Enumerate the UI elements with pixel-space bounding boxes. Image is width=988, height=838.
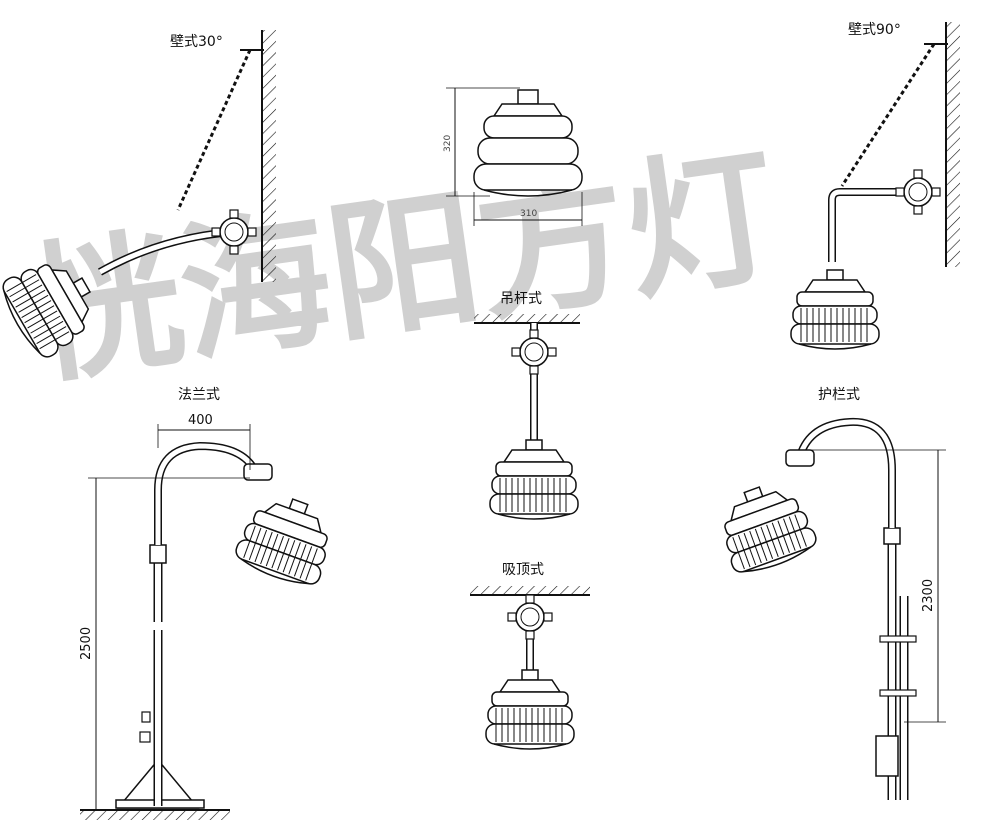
ceiling-hatch <box>470 586 590 595</box>
arm-inner <box>155 443 261 545</box>
lamp <box>790 269 880 350</box>
pole-bolt <box>139 731 151 743</box>
railing-height-value: 2300 <box>921 579 936 612</box>
rail-clamp <box>879 689 917 697</box>
railing-mount: 2300 护栏式 <box>709 387 946 800</box>
pole-coupling <box>149 544 167 564</box>
pendant-label: 吊杆式 <box>500 291 542 307</box>
arm-pipe-outer <box>828 188 916 262</box>
product-dimension-view: 320 310 <box>443 87 583 226</box>
product-width-value: 310 <box>520 209 537 219</box>
lamp <box>473 89 583 197</box>
product-height-value: 320 <box>443 135 453 152</box>
lamp <box>231 486 343 592</box>
arm-pipe-inner <box>829 189 916 262</box>
lamp <box>709 474 821 580</box>
watermark-text: 恍海阳方灯 <box>21 127 788 406</box>
ground-hatch <box>80 810 230 820</box>
wall-hatch <box>262 30 276 282</box>
wall-90-mount: 壁式90° <box>790 22 960 350</box>
support-chain <box>176 49 252 211</box>
railing-label: 护栏式 <box>818 387 860 403</box>
junction-box <box>507 594 553 640</box>
wall90-label: 壁式90° <box>848 22 901 38</box>
flange-box <box>875 735 899 777</box>
lamp <box>489 439 579 520</box>
flange-height-value: 2500 <box>79 627 94 660</box>
watermark: 恍海阳方灯 <box>21 127 788 406</box>
flange-arm-value: 400 <box>188 413 213 428</box>
support-chain <box>840 43 936 187</box>
arm-inner <box>797 419 895 528</box>
flange-label: 法兰式 <box>178 387 220 403</box>
arm-outer <box>154 441 262 545</box>
arm-outer <box>796 417 896 528</box>
ceiling-hatch <box>474 314 580 323</box>
pendant-mount: 吊杆式 <box>474 291 580 520</box>
mount-head <box>785 449 815 467</box>
mount-head <box>243 463 273 481</box>
pole-bolt <box>141 711 151 723</box>
ceiling-label: 吸顶式 <box>502 562 544 578</box>
wall30-label: 壁式30° <box>170 34 223 50</box>
junction-box <box>895 169 941 215</box>
post-coupling <box>883 527 901 545</box>
flange-mount: 400 2500 法兰式 <box>79 387 343 820</box>
wall-30-mount: 壁式30° <box>0 30 276 364</box>
rail-clamp <box>879 635 917 643</box>
ceiling-mount: 吸顶式 <box>470 562 590 750</box>
lamp <box>485 669 575 750</box>
wall-hatch <box>946 22 960 267</box>
